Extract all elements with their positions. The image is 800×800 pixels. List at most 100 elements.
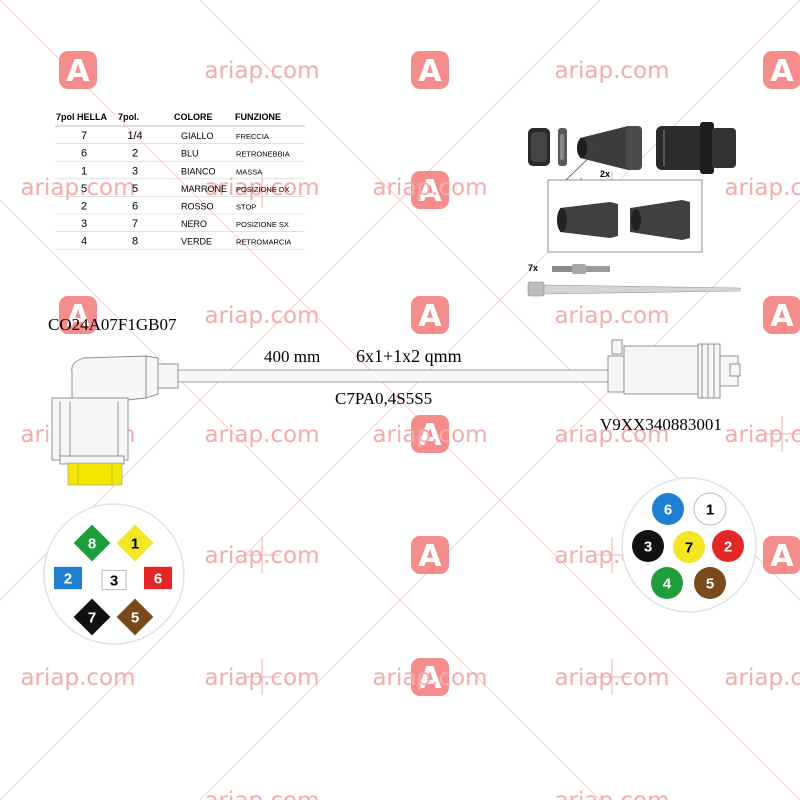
table-cell-hella: 3: [81, 218, 87, 230]
table-cell-funzione: MASSA: [236, 167, 262, 176]
pin-7: 7: [73, 598, 111, 636]
pin-6: 6: [144, 566, 172, 590]
watermark-badge-letter: A: [770, 299, 794, 334]
pin-number: 2: [64, 571, 72, 588]
pin-number: 3: [110, 573, 118, 590]
cable: [175, 369, 613, 383]
table-cell-funzione: POSIZIONE SX: [236, 220, 289, 229]
cable-length: 400 mm: [264, 347, 320, 366]
left-elbow-connector: [51, 355, 179, 465]
watermark-text: ariap.com: [204, 422, 319, 448]
left-connector-yellow-ring: [67, 462, 123, 486]
watermark-badge-icon: A: [763, 51, 800, 89]
pin-number: 6: [154, 571, 162, 588]
watermark-text: ariap.com: [554, 303, 669, 329]
pin-number: 7: [685, 540, 693, 557]
pin-3: 3: [101, 569, 127, 591]
watermark-text: ariap.com: [372, 175, 487, 201]
right-connector-code: V9XX340883001: [600, 415, 722, 434]
watermark-badge-letter: A: [418, 539, 442, 574]
table-cell-pol: 5: [132, 183, 138, 195]
pin-2: 2: [54, 566, 82, 590]
watermark-badge-letter: A: [770, 54, 794, 89]
pin-number: 3: [644, 539, 652, 556]
accessory-kit: 2x 7x: [527, 122, 741, 297]
grommet-icon: [577, 126, 642, 170]
pin-4: 4: [651, 567, 683, 599]
table-cell-pol: 3: [132, 165, 138, 177]
pin-7: 7: [673, 531, 705, 563]
watermark-text: ariap.com: [372, 422, 487, 448]
pin-6: 6: [652, 493, 684, 525]
pin-number: 5: [706, 576, 714, 593]
watermark-badge-letter: A: [418, 661, 442, 696]
watermark-text: ariap.com: [372, 665, 487, 691]
pin-number: 1: [131, 536, 139, 553]
watermark-text: ariap.com: [724, 422, 800, 448]
pin-1: 1: [693, 492, 727, 526]
table-cell-colore: BLU: [181, 149, 199, 159]
watermark-text: ariap.com: [554, 58, 669, 84]
table-cell-pol: 6: [132, 201, 138, 213]
pin-number: 8: [88, 536, 96, 553]
watermark-badge-icon: A: [411, 171, 449, 209]
pin-8: 8: [73, 524, 111, 562]
table-cell-pol: 2: [132, 148, 138, 160]
table-cell-hella: 7: [81, 130, 87, 142]
pin-number: 5: [131, 610, 139, 627]
table-cell-colore: ROSSO: [181, 202, 214, 212]
pin-number: 1: [706, 502, 714, 519]
table-cell-funzione: RETROMARCIA: [236, 238, 291, 247]
watermark-badge-icon: A: [59, 51, 97, 89]
table-cell-pol: 7: [132, 218, 138, 230]
cable-tie-icon: [527, 281, 741, 297]
watermark-badge-letter: A: [418, 299, 442, 334]
grommet-qty: 2x: [600, 169, 610, 179]
watermark-badge-letter: A: [770, 539, 794, 574]
table-cell-pol: 1/4: [127, 130, 142, 142]
watermark-text: ariap.com: [724, 665, 800, 691]
watermark-badge-letter: A: [66, 54, 90, 89]
watermark-badge-icon: A: [411, 658, 449, 696]
table-cell-colore: NERO: [181, 219, 207, 229]
left-connector-code: CO24A07F1GB07: [48, 315, 177, 334]
watermark-text: ariap.com: [554, 665, 669, 691]
table-cell-funzione: POSIZIONE DX: [236, 185, 289, 194]
table-header-hella: 7pol HELLA: [56, 112, 107, 122]
table-cell-colore: GIALLO: [181, 131, 214, 141]
pin-number: 2: [724, 539, 732, 556]
table-header-colore: COLORE: [174, 112, 213, 122]
watermark-badge-icon: A: [59, 296, 97, 334]
watermark-badge-letter: A: [418, 174, 442, 209]
pin-5: 5: [116, 598, 154, 636]
table-cell-hella: 1: [81, 165, 87, 177]
watermark-badge-icon: A: [411, 415, 449, 453]
watermark-text: ariap.com: [554, 422, 669, 448]
table-cell-colore: MARRONE: [181, 184, 227, 194]
watermark-text: ariap.com: [204, 543, 319, 569]
pin-number: 4: [663, 576, 672, 593]
pin-1: 1: [116, 524, 154, 562]
table-row: 5 5 MARRONE POSIZIONE DX: [81, 183, 289, 195]
watermark-text: ariap.com: [204, 58, 319, 84]
lock-nut-icon: [528, 128, 550, 166]
table-cell-hella: 5: [81, 183, 87, 195]
right-pinout: 6 1 3 7 2 4 5: [621, 477, 757, 613]
table-cell-funzione: RETRONEBBIA: [236, 150, 290, 159]
plug-housing-icon: [656, 122, 736, 174]
watermark-badge-icon: A: [411, 51, 449, 89]
watermark-badge-icon: A: [763, 536, 800, 574]
table-header-funzione: FUNZIONE: [235, 112, 281, 122]
terminal-icon: [552, 264, 610, 274]
cable-code: C7PA0,4S5S5: [335, 389, 432, 408]
watermark-text: ariap.com: [204, 303, 319, 329]
watermark-badge-icon: A: [763, 296, 800, 334]
pin-number: 6: [664, 502, 672, 519]
watermark-badge-icon: A: [411, 296, 449, 334]
watermark-text: ariap.com: [204, 665, 319, 691]
